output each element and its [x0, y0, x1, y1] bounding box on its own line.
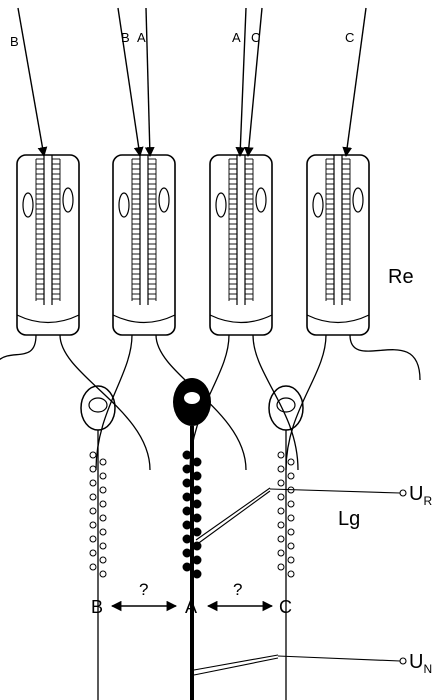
synapse-knob [193, 486, 201, 494]
synapse-knob [288, 543, 294, 549]
synapse-knob [183, 563, 191, 571]
synapse-knob [278, 508, 284, 514]
ray-label-C-right: C [345, 30, 354, 45]
synapse-knob [193, 556, 201, 564]
output-ur: UR [409, 483, 432, 508]
synapse-knob [100, 557, 106, 563]
synapse-knob [288, 529, 294, 535]
synapse-knob [100, 571, 106, 577]
question-mark-left: ? [139, 580, 148, 599]
synapse-knob [90, 466, 96, 472]
neuron-C-soma [269, 386, 303, 430]
synapse-knob [288, 571, 294, 577]
synapse-knob [100, 529, 106, 535]
synapse-knob [288, 473, 294, 479]
neuron-B [81, 386, 115, 700]
photoreceptor-cell [307, 155, 369, 335]
synapse-knob [193, 542, 201, 550]
synapse-knob [288, 459, 294, 465]
synapse-knob [90, 508, 96, 514]
electrode-un [194, 655, 406, 675]
synapse-knob [183, 549, 191, 557]
synapse-knob [100, 487, 106, 493]
cell-label-C: C [279, 597, 292, 617]
synapse-knob [193, 458, 201, 466]
synapse-knob [183, 451, 191, 459]
synapse-knob [193, 514, 201, 522]
synapse-knob [278, 536, 284, 542]
lg-label: Lg [338, 508, 360, 530]
neuron-A [173, 378, 211, 700]
synapse-knob [183, 507, 191, 515]
ray-label-B-mid: B [121, 30, 130, 45]
ray-label-B-left: B [10, 34, 19, 49]
synapse-knob [90, 452, 96, 458]
synapse-knob [90, 564, 96, 570]
synapse-knob [183, 479, 191, 487]
synapse-knob [288, 515, 294, 521]
photoreceptor-cells [0, 155, 420, 470]
synapse-knob [90, 494, 96, 500]
incoming-rays [18, 8, 366, 156]
photoreceptor-cell [113, 155, 175, 335]
synapse-knob [183, 493, 191, 501]
synapse-knob [278, 466, 284, 472]
question-mark-right: ? [233, 580, 242, 599]
synapse-knob [183, 521, 191, 529]
neuron-A-nucleus [184, 392, 200, 404]
ray-A-right [240, 8, 246, 156]
synapse-knob [288, 501, 294, 507]
region-label-re: Re [388, 266, 414, 288]
output-un: UN [409, 651, 432, 676]
synapse-knob [193, 570, 201, 578]
synapse-knob [288, 557, 294, 563]
synapse-knob [100, 501, 106, 507]
synapse-knob [100, 459, 106, 465]
synapse-knob [278, 494, 284, 500]
synapse-knob [278, 452, 284, 458]
electrode-lg [196, 488, 406, 545]
ray-B-left [18, 8, 44, 156]
ray-label-A-mid: A [137, 30, 146, 45]
synapse-knob [278, 522, 284, 528]
synapse-knob [278, 564, 284, 570]
synapse-knob [90, 536, 96, 542]
synapse-knob [278, 480, 284, 486]
photoreceptor-cell [210, 155, 272, 335]
synapse-knob [100, 543, 106, 549]
synapse-knob [90, 550, 96, 556]
photoreceptor-cell [17, 155, 79, 335]
ray-A-mid [146, 8, 150, 156]
cell-label-A: A [185, 597, 197, 617]
neuron-B-nucleus [89, 398, 107, 412]
synapse-knob [100, 515, 106, 521]
ray-label-C-mid: C [251, 30, 260, 45]
synapse-knob [90, 480, 96, 486]
synapse-knob [193, 500, 201, 508]
ray-label-A-right: A [232, 30, 241, 45]
synapse-knob [183, 465, 191, 473]
synapse-knob [90, 522, 96, 528]
synapse-knob [193, 528, 201, 536]
synapse-knob [278, 550, 284, 556]
synapse-knob [100, 473, 106, 479]
synapse-knob [183, 535, 191, 543]
cell-label-B: B [91, 597, 103, 617]
neuron-B-soma [81, 386, 115, 430]
neuron-C [269, 386, 303, 700]
neuron-C-nucleus [277, 398, 295, 412]
synapse-knob [193, 472, 201, 480]
